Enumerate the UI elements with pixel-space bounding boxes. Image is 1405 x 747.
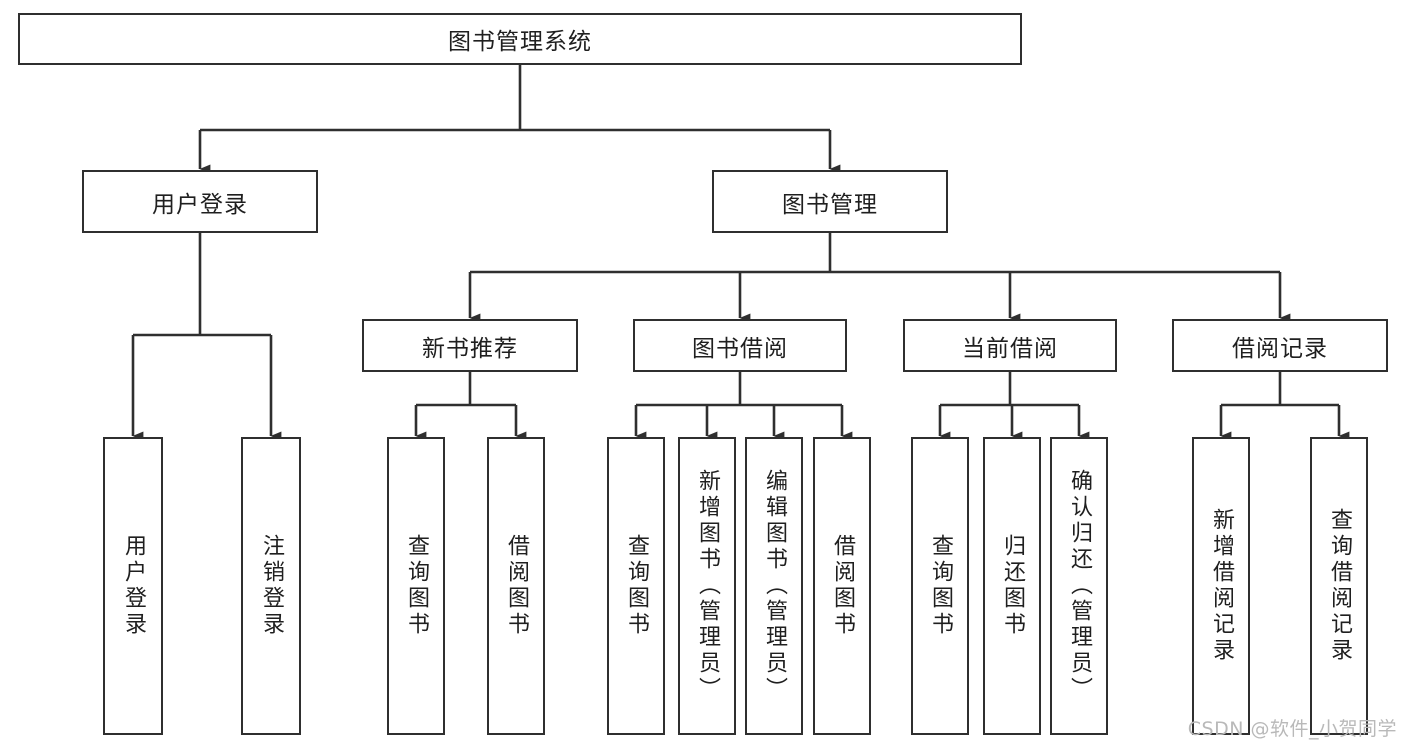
- node-label: 归还图书: [1000, 534, 1025, 638]
- node-label: 查询图书: [404, 534, 429, 638]
- node-label: 图书借阅: [692, 335, 788, 362]
- node-leaf-query-book-borrow[interactable]: 查询图书: [607, 437, 665, 735]
- node-label: 图书管理: [782, 191, 878, 218]
- node-leaf-user-logout[interactable]: 注销登录: [241, 437, 301, 735]
- node-label: 注销登录: [259, 534, 284, 638]
- node-label: 查询图书: [928, 534, 953, 638]
- node-leaf-add-borrow-record[interactable]: 新增借阅记录: [1192, 437, 1250, 735]
- node-label: 借阅图书: [504, 534, 529, 638]
- node-label: 新书推荐: [422, 335, 518, 362]
- node-leaf-query-book-current[interactable]: 查询图书: [911, 437, 969, 735]
- node-leaf-confirm-return-admin[interactable]: 确认归还（管理员）: [1050, 437, 1108, 735]
- node-root[interactable]: 图书管理系统: [18, 13, 1022, 65]
- node-label: 用户登录: [121, 534, 146, 638]
- node-user-login[interactable]: 用户登录: [82, 170, 318, 233]
- node-label: 用户登录: [152, 191, 248, 218]
- node-leaf-borrow-book-rec[interactable]: 借阅图书: [487, 437, 545, 735]
- node-new-book-recommend[interactable]: 新书推荐: [362, 319, 578, 372]
- node-leaf-return-book[interactable]: 归还图书: [983, 437, 1041, 735]
- node-label: 当前借阅: [962, 335, 1058, 362]
- node-leaf-add-book-admin[interactable]: 新增图书（管理员）: [678, 437, 736, 735]
- node-book-manage[interactable]: 图书管理: [712, 170, 948, 233]
- node-label: 确认归还（管理员）: [1067, 469, 1092, 703]
- node-leaf-query-borrow-record[interactable]: 查询借阅记录: [1310, 437, 1368, 735]
- node-current-borrow[interactable]: 当前借阅: [903, 319, 1117, 372]
- node-label: 图书管理系统: [448, 29, 592, 55]
- node-leaf-user-login[interactable]: 用户登录: [103, 437, 163, 735]
- node-label: 借阅图书: [830, 534, 855, 638]
- node-label: 编辑图书（管理员）: [762, 469, 787, 703]
- node-label: 新增借阅记录: [1209, 508, 1234, 664]
- node-leaf-edit-book-admin[interactable]: 编辑图书（管理员）: [745, 437, 803, 735]
- node-borrow-record[interactable]: 借阅记录: [1172, 319, 1388, 372]
- node-label: 查询图书: [624, 534, 649, 638]
- node-label: 查询借阅记录: [1327, 508, 1352, 664]
- node-label: 借阅记录: [1232, 335, 1328, 362]
- node-leaf-borrow-book[interactable]: 借阅图书: [813, 437, 871, 735]
- node-label: 新增图书（管理员）: [695, 469, 720, 703]
- node-leaf-query-book-rec[interactable]: 查询图书: [387, 437, 445, 735]
- node-book-borrow[interactable]: 图书借阅: [633, 319, 847, 372]
